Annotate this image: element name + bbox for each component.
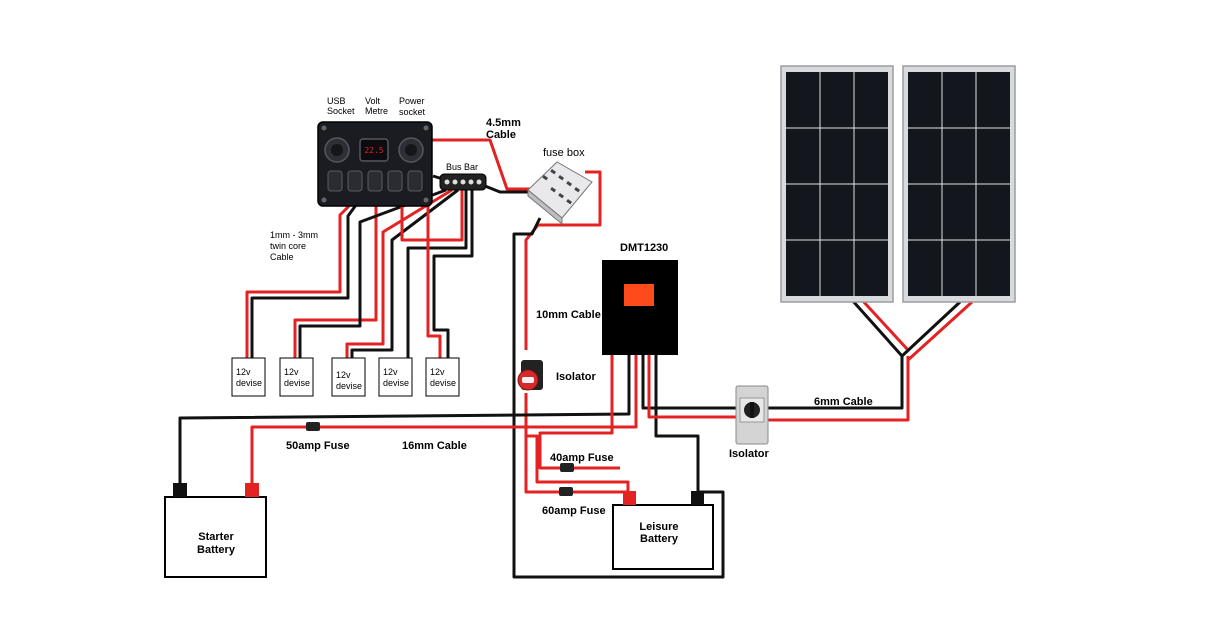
wire-device3-pos [345,188,453,358]
cable-45mm-label: 4.5mm [486,117,521,129]
wire-panel1-pos [860,298,910,352]
power-socket-label: Power [399,96,425,106]
dmt-label: DMT1230 [620,242,668,254]
wire-panel1-neg [850,299,904,357]
fuse-box-label: fuse box [543,147,585,159]
isolator-battery-label: Isolator [556,371,596,383]
device-1-label: 12v [236,367,251,377]
starter-battery-label-2: Battery [197,544,236,556]
bus-bar [439,173,487,191]
wire-device5-pos [426,205,442,358]
starter-battery: Starter Battery [164,483,267,578]
device-2: 12v devise [279,357,314,397]
fuse-40-label: 40amp Fuse [550,452,614,464]
voltmeter-reading: 22.5 [364,146,383,155]
solar-panel-2 [902,65,1016,303]
fuse-50amp [306,422,320,431]
power-socket-label-2: socket [399,107,426,117]
wire-device4-pos [400,190,464,242]
device-3-label-2: devise [336,381,362,391]
leisure-battery-label: Leisure [639,521,678,533]
device-1-label-2: devise [236,378,262,388]
leisure-battery: Leisure Battery [612,491,714,570]
solar-isolator [735,385,769,445]
device-4-label: 12v [383,367,398,377]
rocker-switches [327,170,423,192]
wire-isolator-to-solar-pos [768,356,910,422]
device-4: 12v devise [378,357,413,397]
starter-negative-terminal [173,483,187,497]
fuse-50-label: 50amp Fuse [286,440,350,452]
wire-dmt-to-isolator-neg [641,355,736,410]
starter-positive-terminal [245,483,259,497]
wire-device5-neg [432,190,474,358]
twin-core-label: 1mm - 3mm [270,230,318,240]
isolator-solar-label: Isolator [729,448,769,460]
wire-45mm-positive [430,138,532,191]
usb-socket-label-2: Socket [327,106,355,116]
twin-core-label-3: Cable [270,252,294,262]
wire-device1-pos [245,203,352,358]
fuse-40amp [560,463,574,472]
leisure-positive-terminal [623,491,636,505]
wire-fusebox-positive [524,170,602,350]
wire-device2-neg [298,188,447,358]
device-5: 12v devise [425,357,460,397]
fuse-60-label: 60amp Fuse [542,505,606,517]
voltmeter-display [359,138,389,162]
volt-metre-label: Volt [365,96,381,106]
fuse-60amp [559,487,573,496]
leisure-battery-label-2: Battery [640,533,679,545]
starter-battery-label: Starter [198,531,234,543]
wire-leisure-negative-long [512,217,725,579]
wire-device4-neg [406,190,468,358]
dmt1230-charger [602,260,678,355]
wire-panel2-neg [900,300,962,358]
wire-device3-neg [350,188,459,358]
fuse-box [527,161,593,226]
device-2-label-2: devise [284,378,310,388]
wires [178,138,974,579]
wire-isolator-to-40a [524,393,630,494]
device-3-label: 12v [336,370,351,380]
wire-starter-negative [178,355,631,484]
cable-10mm-label: 10mm Cable [536,309,601,321]
cable-6mm-label: 6mm Cable [814,396,873,408]
cable-16mm-label: 16mm Cable [402,440,467,452]
switch-panel: 22.5 [317,121,433,207]
usb-socket-label: USB [327,96,346,106]
leisure-negative-terminal [691,491,704,505]
wire-starter-positive [250,355,638,484]
device-1: 12v devise [231,357,266,397]
bus-bar-label: Bus Bar [446,162,478,172]
wire-dmt-to-isolator-pos [647,355,736,419]
twin-core-label-2: twin core [270,241,306,251]
wire-device1-neg [250,204,358,358]
device-5-label-2: devise [430,378,456,388]
solar-panel-1 [780,65,894,303]
wire-panel2-pos [906,300,974,362]
volt-metre-label-2: Metre [365,106,388,116]
wire-isolator-to-solar-neg [768,356,904,410]
wire-busbar-negative [484,184,532,194]
battery-isolator [517,360,543,391]
wire-dmt-leisure-negative [654,355,700,492]
device-2-label: 12v [284,367,299,377]
device-5-label: 12v [430,367,445,377]
cable-45mm-label-2: Cable [486,129,516,141]
wire-device2-pos [293,205,378,358]
wire-isolator-to-60a [524,436,628,494]
device-3: 12v devise [331,357,366,397]
device-4-label-2: devise [383,378,409,388]
